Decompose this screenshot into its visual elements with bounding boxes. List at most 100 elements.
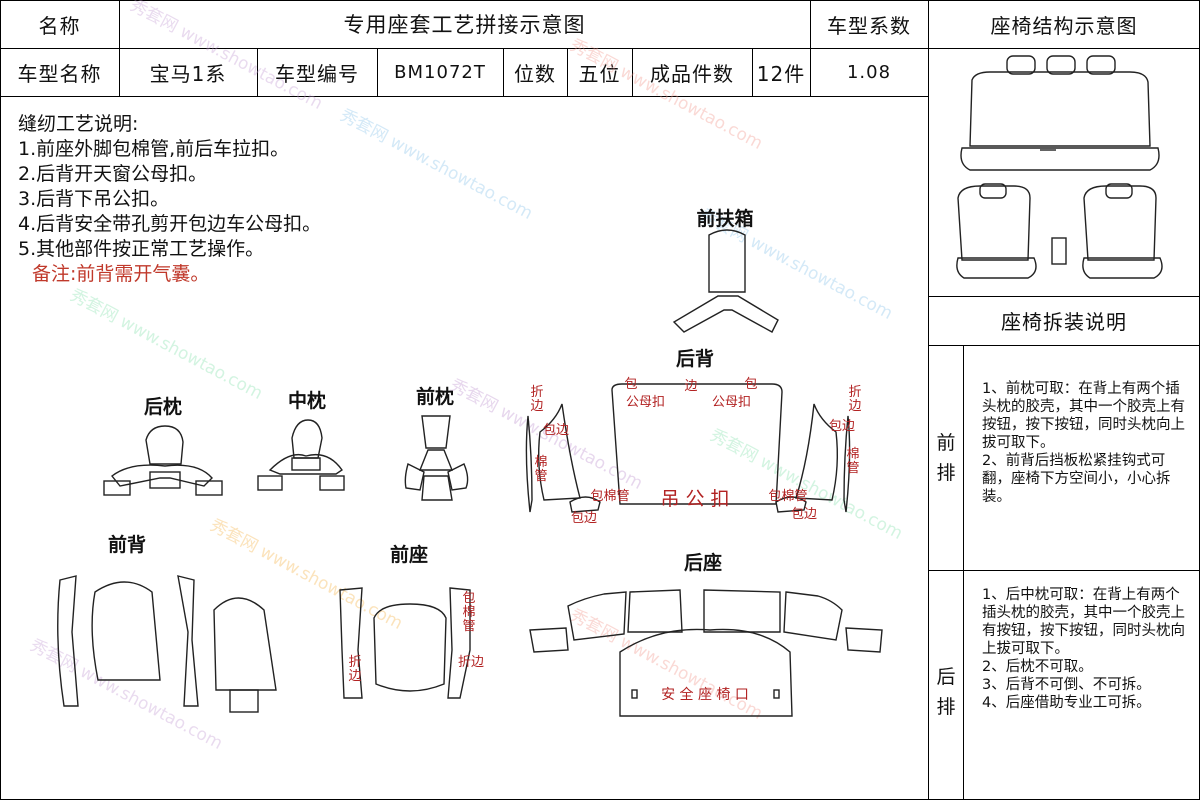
notes-title: 缝纫工艺说明: xyxy=(18,113,139,135)
rear-pillow-shape xyxy=(103,480,131,496)
label-rear-back: 后背 xyxy=(675,348,714,370)
annotation-edge: 边 xyxy=(684,379,698,394)
disassembly-title: 座椅拆装说明 xyxy=(1001,310,1127,334)
notes-item: 4.后背安全带孔剪开包边车公母扣。 xyxy=(18,213,322,235)
annotation-wrap-edge: 包边 xyxy=(828,419,855,434)
front-pillow-shape xyxy=(418,449,454,471)
structure-title: 座椅结构示意图 xyxy=(990,13,1138,38)
pattern-diagram xyxy=(57,229,883,717)
annotation-wrap-pipe: 包棉管 xyxy=(768,489,808,504)
coef-value: 1.08 xyxy=(846,61,892,83)
annotation-fold-edge: 折边 xyxy=(457,655,484,670)
sewing-notes: 缝纫工艺说明: 1.前座外脚包棉管,前后车拉扣。 2.后背开天窗公母扣。 3.后… xyxy=(18,112,321,287)
seats-label: 位数 xyxy=(514,61,556,86)
rear-seat-shape xyxy=(845,627,883,653)
model-name-label: 车型名称 xyxy=(17,61,102,86)
rear-seat-shape xyxy=(567,591,627,641)
front-armrest-shape xyxy=(708,229,746,293)
annotation-fold-edge: 折边 xyxy=(848,385,862,414)
annotation-fold-edge: 折边 xyxy=(530,385,544,414)
rear-seat-shape xyxy=(627,589,683,633)
front-pillow-shape xyxy=(421,415,451,449)
label-mid-pillow: 中枕 xyxy=(287,390,326,412)
coef-label: 车型系数 xyxy=(827,13,911,38)
notes-item: 3.后背下吊公扣。 xyxy=(18,188,170,210)
rear-back-shape xyxy=(843,415,851,513)
front-armrest-shape xyxy=(672,295,779,333)
front-back-shape xyxy=(213,597,277,691)
mid-pillow-shape xyxy=(291,457,321,471)
label-front-seat: 前座 xyxy=(389,544,428,566)
rear-seat-shape xyxy=(619,628,793,717)
rear-seat-shape xyxy=(773,689,780,699)
annotation-wrap-pipe: 包棉管 xyxy=(590,489,630,504)
front-pillow-shape xyxy=(421,475,453,501)
grid-line xyxy=(928,296,1200,297)
mid-pillow-shape xyxy=(257,475,283,491)
grid-line xyxy=(377,48,378,96)
mid-pillow-shape xyxy=(291,419,323,459)
rear-back-shape xyxy=(537,403,581,501)
pieces-label: 成品件数 xyxy=(650,61,734,86)
annotation-wrap-pipe: 包棉管 xyxy=(462,591,476,634)
grid-line xyxy=(810,0,811,96)
label-front-armrest: 前扶箱 xyxy=(696,208,754,230)
front-back-shape xyxy=(177,575,199,707)
rear-pillow-shape xyxy=(111,464,213,487)
model-code-label: 车型编号 xyxy=(275,61,359,86)
rear-back-shape xyxy=(795,403,839,501)
mid-pillow-shape xyxy=(319,475,345,491)
annotation-pipe: 棉管 xyxy=(846,447,860,476)
rear-seat-shape xyxy=(783,591,843,641)
rear-back-shape xyxy=(525,415,533,513)
notes-item: 5.其他部件按正常工艺操作。 xyxy=(18,238,265,260)
rear-pillow-shape xyxy=(149,471,181,489)
grid-line xyxy=(567,48,568,96)
annotation-hang-male-button: 吊 公 扣 xyxy=(660,488,730,510)
name-label: 名称 xyxy=(38,13,81,38)
model-code: BM1072T xyxy=(394,61,486,83)
annotation-wrap-edge: 包边 xyxy=(570,511,597,526)
grid-line xyxy=(257,48,258,96)
rear-seat-shape xyxy=(631,689,638,699)
annotation-bao: 包 xyxy=(744,377,758,392)
notes-item: 2.后背开天窗公母扣。 xyxy=(18,163,208,185)
grid-line xyxy=(928,570,1200,571)
grid-line xyxy=(0,48,1200,49)
grid-line xyxy=(503,48,504,96)
front-seat-shape xyxy=(373,603,447,692)
rear-back-shape xyxy=(775,496,807,513)
front-seat-shape xyxy=(447,587,471,699)
page-title: 专用座套工艺拼接示意图 xyxy=(343,13,586,37)
annotation-bao: 包 xyxy=(624,377,638,392)
pieces-value: 12件 xyxy=(756,61,806,86)
grid-line xyxy=(928,0,929,800)
front-row-instructions: 1、前枕可取：在背上有两个插头枕的胶壳，其中一个胶壳上有按钮，按下按钮，同时头枕… xyxy=(982,381,1185,505)
grid-line xyxy=(963,345,964,800)
grid-line xyxy=(632,48,633,96)
grid-line xyxy=(0,96,928,97)
front-back-shape xyxy=(91,581,161,681)
label-front-back: 前背 xyxy=(107,534,146,556)
grid-line xyxy=(928,345,1200,346)
front-back-shape xyxy=(57,575,79,707)
grid-line xyxy=(119,0,120,96)
front-seat-shape xyxy=(339,587,363,699)
label-front-pillow: 前枕 xyxy=(415,386,454,408)
rear-seat-shape xyxy=(529,627,569,653)
mid-pillow-shape xyxy=(268,453,343,475)
notes-remark: 备注:前背需开气囊。 xyxy=(32,263,210,285)
annotation-wrap-edge: 包边 xyxy=(542,423,569,438)
annotation-seatbelt-hole: 安 全 座 椅 口 xyxy=(661,687,749,703)
annotation-gongmu: 公母扣 xyxy=(712,395,752,410)
model-name: 宝马1系 xyxy=(149,61,227,86)
annotation-gongmu: 公母扣 xyxy=(626,395,666,410)
rear-row-instructions: 1、后中枕可取：在背上有两个插头枕的胶壳，其中一个胶壳上有按钮，按下按钮，同时头… xyxy=(982,587,1185,711)
annotation-fold-edge: 折边 xyxy=(348,655,362,684)
rear-back-shape xyxy=(569,496,601,513)
annotation-pipe: 棉管 xyxy=(534,455,548,484)
front-back-shape xyxy=(229,689,259,713)
label-rear-pillow: 后枕 xyxy=(143,396,182,418)
seats-value: 五位 xyxy=(578,61,621,86)
rear-pillow-shape xyxy=(195,480,223,496)
